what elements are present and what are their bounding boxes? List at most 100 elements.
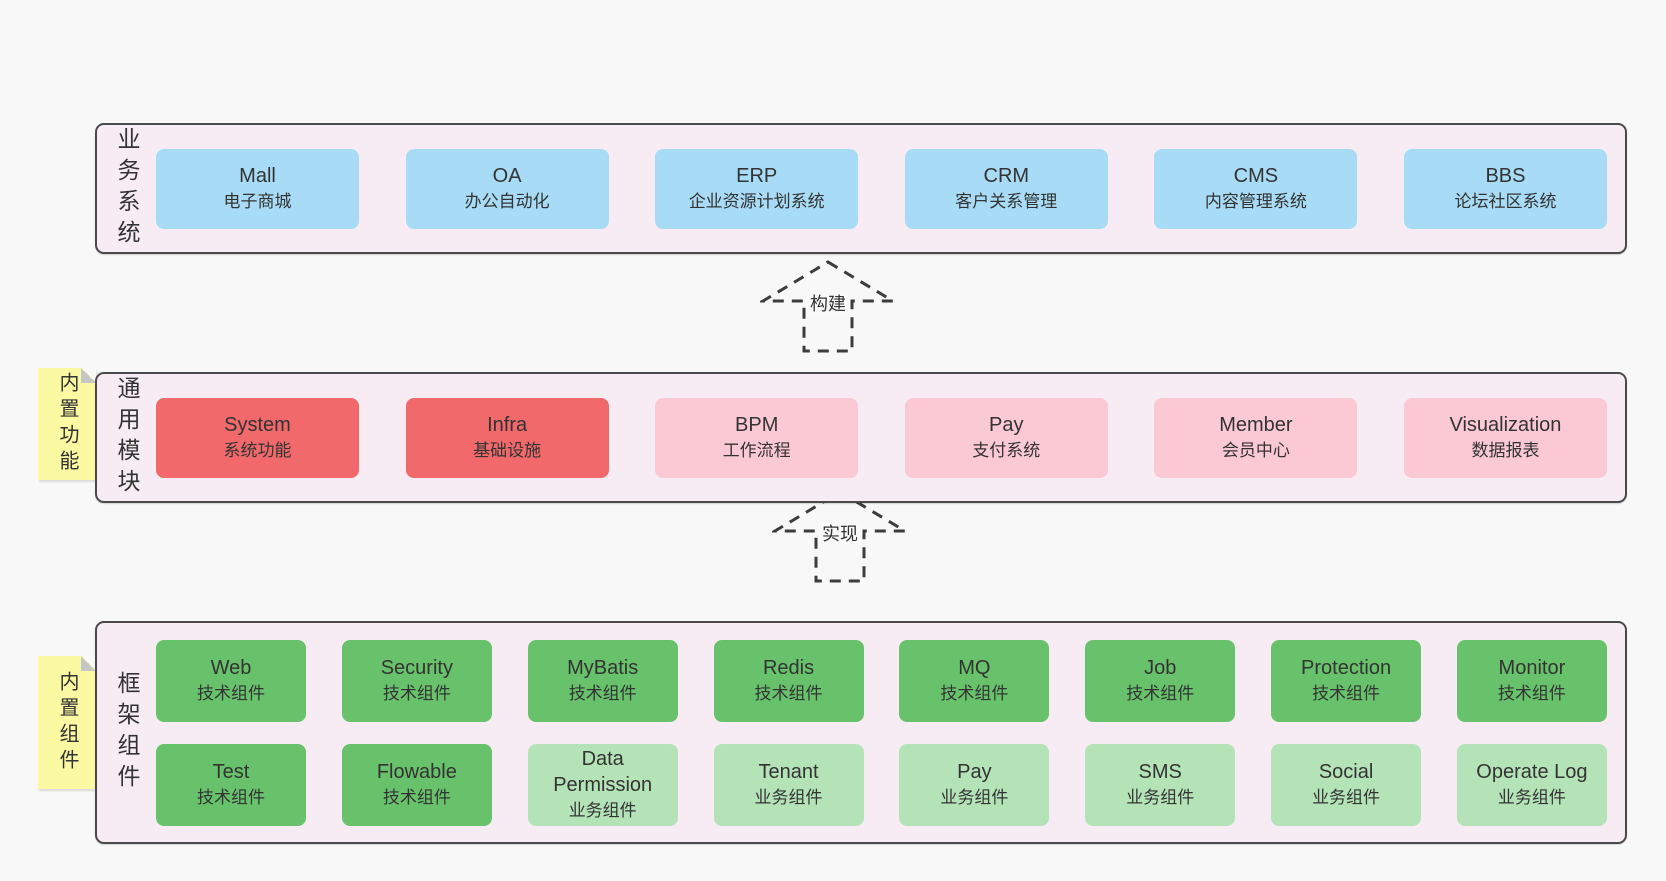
box-test: Test 技术组件 [156, 743, 306, 826]
box-mq: MQ 技术组件 [899, 639, 1050, 722]
box-name: Mall [239, 165, 276, 187]
box-name: Pay [989, 414, 1024, 436]
box-name: CRM [983, 165, 1030, 187]
box-bbs: BBS 论坛社区系统 [1403, 148, 1607, 229]
tag-built-in-features: 内置功能 [38, 368, 96, 480]
box-desc: 支付系统 [972, 441, 1041, 460]
box-name: Social [1318, 761, 1374, 783]
box-security: Security 技术组件 [341, 639, 492, 722]
tag-built-in-features-label: 内置功能 [56, 372, 78, 476]
box-name: BPM [735, 414, 779, 436]
box-name: Security [380, 657, 453, 679]
box-desc: 论坛社区系统 [1454, 192, 1557, 211]
box-desc: 技术组件 [940, 684, 1009, 703]
box-name: Tenant [758, 761, 819, 783]
box-name: CMS [1233, 165, 1279, 187]
box-operate-log: Operate Log 业务组件 [1456, 743, 1607, 826]
arrow-build: 构建 [760, 259, 896, 355]
framework-rows: Web 技术组件 Security 技术组件 MyBatis 技术组件 Redi… [144, 639, 1625, 826]
box-sms: SMS 业务组件 [1085, 743, 1236, 826]
box-oa: OA 办公自动化 [405, 148, 609, 229]
box-name: ERP [736, 165, 778, 187]
box-desc: 客户关系管理 [955, 192, 1058, 211]
box-name: OA [492, 165, 522, 187]
layer-business-systems: 业务系统 Mall 电子商城 OA 办公自动化 ERP 企业资源计划系统 CRM… [95, 123, 1627, 254]
framework-row-1: Web 技术组件 Security 技术组件 MyBatis 技术组件 Redi… [156, 639, 1607, 722]
box-flowable: Flowable 技术组件 [341, 743, 492, 826]
box-desc: 技术组件 [754, 684, 823, 703]
box-name: Web [210, 657, 252, 679]
box-infra: Infra 基础设施 [405, 397, 609, 478]
tag-built-in-components-label: 内置组件 [56, 670, 78, 775]
box-data-permission: Data Permission 业务组件 [527, 743, 678, 826]
box-name: MyBatis [567, 657, 639, 679]
box-desc: 技术组件 [197, 684, 265, 703]
layer-modules-label: 通用模块 [114, 375, 140, 500]
box-desc: 数据报表 [1471, 441, 1540, 460]
box-mybatis: MyBatis 技术组件 [527, 639, 678, 722]
box-name: Protection [1301, 657, 1392, 679]
business-boxes-row: Mall 电子商城 OA 办公自动化 ERP 企业资源计划系统 CRM 客户关系… [144, 148, 1625, 229]
box-name: System [224, 414, 291, 436]
box-desc: 系统功能 [223, 441, 292, 460]
box-name: Member [1219, 414, 1293, 436]
box-desc: 业务组件 [1126, 788, 1195, 807]
box-crm: CRM 客户关系管理 [904, 148, 1108, 229]
box-name: SMS [1138, 761, 1182, 783]
box-job: Job 技术组件 [1085, 639, 1236, 722]
box-member: Member 会员中心 [1154, 397, 1358, 478]
box-desc: 技术组件 [1312, 684, 1381, 703]
box-desc: 业务组件 [1312, 788, 1381, 807]
box-redis: Redis 技术组件 [713, 639, 864, 722]
box-name: Flowable [376, 761, 457, 783]
box-bpm: BPM 工作流程 [655, 397, 859, 478]
box-desc: 技术组件 [1497, 684, 1566, 703]
box-desc: 业务组件 [754, 788, 823, 807]
arrow-implement-text: 实现 [819, 523, 861, 545]
box-name: Visualization [1449, 414, 1562, 436]
arrow-implement: 实现 [772, 489, 908, 585]
box-name: Operate Log [1476, 761, 1588, 783]
box-name: Redis [762, 657, 815, 679]
box-desc: 内容管理系统 [1204, 192, 1307, 211]
box-tenant: Tenant 业务组件 [713, 743, 864, 826]
box-cms: CMS 内容管理系统 [1154, 148, 1358, 229]
arrow-build-text: 构建 [807, 293, 849, 315]
arrow-build-label: 构建 [760, 290, 896, 316]
box-desc: 工作流程 [722, 441, 791, 460]
box-desc: 电子商城 [223, 192, 292, 211]
box-desc: 技术组件 [1126, 684, 1195, 703]
box-name: MQ [958, 657, 991, 679]
arrow-implement-label: 实现 [772, 520, 908, 546]
layer-business-label: 业务系统 [114, 126, 140, 251]
box-erp: ERP 企业资源计划系统 [655, 148, 859, 229]
box-desc: 业务组件 [1497, 788, 1566, 807]
layer-common-modules: 通用模块 System 系统功能 Infra 基础设施 BPM 工作流程 Pay… [95, 372, 1627, 503]
box-visualization: Visualization 数据报表 [1403, 397, 1607, 478]
box-desc: 技术组件 [382, 684, 451, 703]
box-protection: Protection 技术组件 [1271, 639, 1422, 722]
box-social: Social 业务组件 [1271, 743, 1422, 826]
box-desc: 企业资源计划系统 [688, 192, 825, 211]
box-desc: 技术组件 [568, 684, 637, 703]
box-monitor: Monitor 技术组件 [1456, 639, 1607, 722]
box-desc: 业务组件 [940, 788, 1009, 807]
box-pay-module: Pay 支付系统 [904, 397, 1108, 478]
box-name: Job [1144, 657, 1177, 679]
dashed-up-arrow-icon [760, 260, 896, 353]
box-desc: 办公自动化 [464, 192, 550, 211]
box-system: System 系统功能 [156, 397, 359, 478]
layer-framework-components: 框架组件 Web 技术组件 Security 技术组件 MyBatis 技术组件… [95, 621, 1627, 844]
box-name: Data Permission [553, 748, 653, 796]
layer-framework-label: 框架组件 [114, 670, 140, 795]
box-pay-component: Pay 业务组件 [899, 743, 1050, 826]
dashed-up-arrow-icon [772, 490, 908, 583]
box-name: Test [212, 761, 250, 783]
box-name: BBS [1485, 165, 1526, 187]
box-mall: Mall 电子商城 [156, 148, 359, 229]
box-desc: 会员中心 [1221, 441, 1290, 460]
modules-boxes-row: System 系统功能 Infra 基础设施 BPM 工作流程 Pay 支付系统… [144, 397, 1625, 478]
box-desc: 业务组件 [568, 801, 637, 820]
tag-built-in-components: 内置组件 [38, 656, 96, 789]
box-name: Monitor [1498, 657, 1566, 679]
